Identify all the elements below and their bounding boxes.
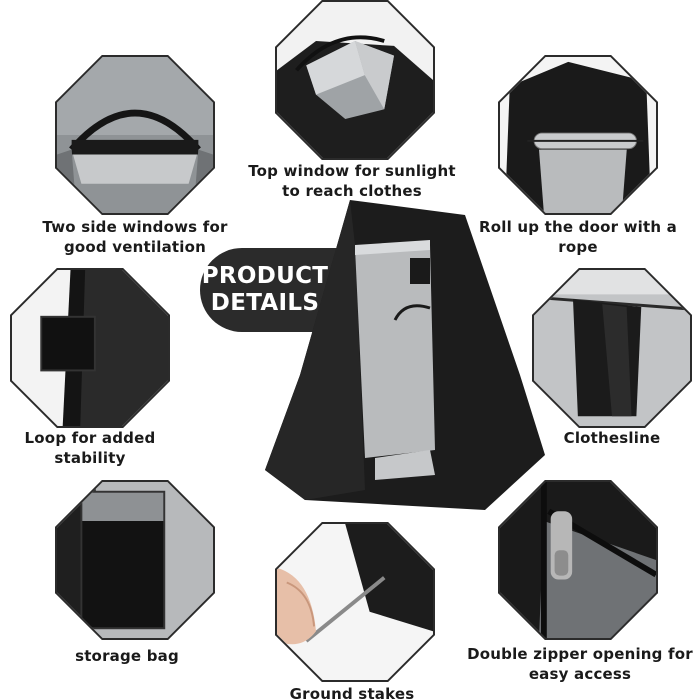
zipper-caption-line2: easy access xyxy=(528,665,632,683)
ground-stakes-photo xyxy=(275,522,435,682)
tent-illustration xyxy=(265,200,545,510)
clothesline-caption-line1: Clothesline xyxy=(563,429,661,447)
roll-door-caption-line2: rope xyxy=(558,238,598,256)
side-window-photo xyxy=(55,55,215,215)
loop-caption-line2: stability xyxy=(54,449,126,467)
storage-bag-caption-line1: storage bag xyxy=(75,647,179,665)
loop-photo-icon xyxy=(12,270,168,426)
zipper-photo xyxy=(498,480,658,640)
clothesline-photo xyxy=(532,268,692,428)
clothesline-caption: Clothesline xyxy=(497,428,700,448)
roll-door-caption: Roll up the door with a rope xyxy=(463,217,693,257)
side-window-photo-icon xyxy=(57,57,213,213)
loop-caption-line1: Loop for added xyxy=(24,429,156,447)
storage-bag-photo-icon xyxy=(57,482,213,638)
side-windows-caption-line1: Two side windows for xyxy=(42,218,228,236)
clothesline-photo-icon xyxy=(534,270,690,426)
badge-line1: PRODUCT xyxy=(201,263,329,289)
top-window-photo xyxy=(275,0,435,160)
zipper-photo-icon xyxy=(500,482,656,638)
top-window-caption: Top window for sunlight to reach clothes xyxy=(237,161,467,201)
ground-stakes-caption-line1: Ground stakes xyxy=(289,685,415,700)
badge-line2: DETAILS xyxy=(210,290,320,316)
loop-caption: Loop for added stability xyxy=(0,428,205,468)
ground-stakes-photo-icon xyxy=(277,524,433,680)
side-windows-caption: Two side windows for good ventilation xyxy=(20,217,250,257)
roll-door-caption-line1: Roll up the door with a xyxy=(478,218,677,236)
rolled-door-photo-icon xyxy=(500,57,656,213)
loop-photo xyxy=(10,268,170,428)
storage-bag-photo xyxy=(55,480,215,640)
storage-bag-caption: storage bag xyxy=(12,646,242,666)
zipper-caption: Double zipper opening for easy access xyxy=(465,644,695,684)
ground-stakes-caption: Ground stakes xyxy=(237,684,467,700)
top-window-caption-line1: Top window for sunlight xyxy=(248,162,456,180)
rolled-door-photo xyxy=(498,55,658,215)
top-window-caption-line2: to reach clothes xyxy=(282,182,422,200)
side-windows-caption-line2: good ventilation xyxy=(63,238,206,256)
top-window-photo-icon xyxy=(277,2,433,158)
zipper-caption-line1: Double zipper opening for xyxy=(467,645,693,663)
